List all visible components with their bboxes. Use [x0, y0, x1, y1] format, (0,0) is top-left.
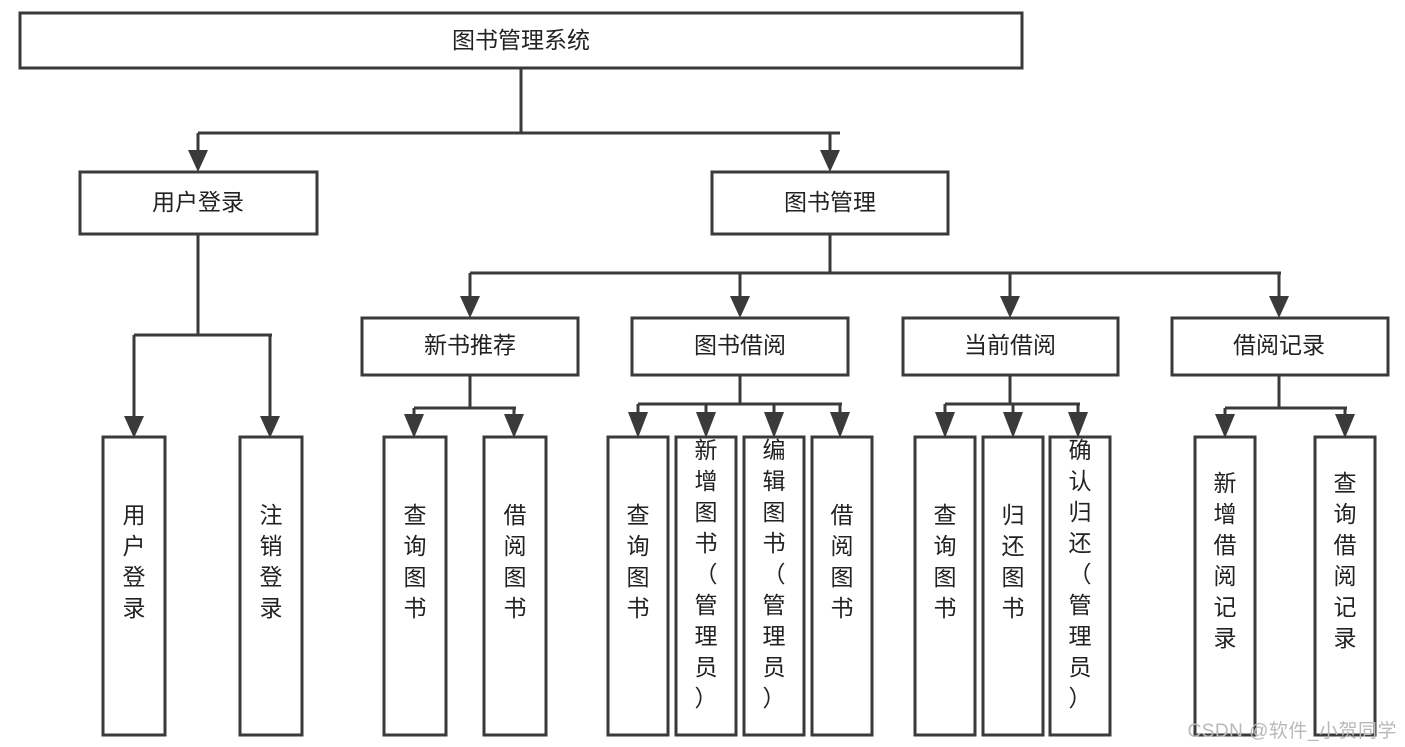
edge-userlogin-to-leaves	[124, 234, 280, 438]
node-new-book-recommend-label: 新书推荐	[424, 332, 516, 358]
leaf-borrow-book-1-box[interactable]	[482, 435, 548, 737]
leaf-node[interactable]: 新增图书（管理员）	[674, 435, 738, 737]
edge-bookmgmt-to-level2	[460, 234, 1289, 318]
leaf-borrow-book-1-label: 借阅图书	[504, 502, 527, 621]
leaf-query-book-3-box[interactable]	[913, 435, 977, 737]
leaf-add-book-box[interactable]	[674, 435, 738, 737]
leaf-user-login-box[interactable]	[101, 435, 167, 737]
leaf-node[interactable]: 编辑图书（管理员）	[742, 435, 806, 737]
leaf-query-book-1-box[interactable]	[382, 435, 448, 737]
node-user-login-box[interactable]	[78, 170, 319, 236]
node-book-management-label: 图书管理	[784, 189, 876, 215]
leaf-add-record-label: 新增借阅记录	[1214, 470, 1237, 651]
leaf-user-login-label: 用户登录	[123, 502, 146, 621]
leaf-node[interactable]: 新增借阅记录	[1193, 435, 1257, 737]
leaf-node[interactable]: 借阅图书	[810, 435, 874, 737]
leaf-query-book-3-label: 查询图书	[934, 502, 957, 621]
leaf-node[interactable]: 归还图书	[981, 435, 1045, 737]
edge-bookborrow-to-leaves	[628, 375, 850, 438]
node-borrow-record-box[interactable]	[1170, 316, 1390, 377]
node-borrow-record-label: 借阅记录	[1233, 332, 1325, 358]
edge-currentborrow-to-leaves	[935, 375, 1088, 438]
node-user-login-label: 用户登录	[152, 189, 244, 215]
node-book-management-box[interactable]	[710, 170, 950, 236]
leaf-confirm-return-box[interactable]	[1048, 435, 1112, 737]
edge-root-to-level1	[188, 68, 840, 172]
leaf-query-book-2-box[interactable]	[606, 435, 670, 737]
node-new-book-recommend-box[interactable]	[360, 316, 580, 377]
edge-newbook-to-leaves	[404, 375, 524, 438]
leaf-query-book-2-label: 查询图书	[627, 502, 650, 621]
leaf-add-book-label: 新增图书（管理员）	[695, 437, 718, 711]
node-current-borrow-box[interactable]	[901, 316, 1120, 377]
node-borrow-record[interactable]: 借阅记录	[1170, 316, 1390, 377]
leaf-user-logout-box[interactable]	[238, 435, 304, 737]
leaf-query-book-1-label: 查询图书	[404, 502, 427, 621]
node-user-login[interactable]: 用户登录	[78, 170, 319, 236]
node-root-label: 图书管理系统	[452, 27, 590, 53]
leaf-node[interactable]: 查询借阅记录	[1313, 435, 1377, 737]
leaf-query-record-box[interactable]	[1313, 435, 1377, 737]
leaf-edit-book-box[interactable]	[742, 435, 806, 737]
leaf-query-record-label: 查询借阅记录	[1334, 470, 1357, 651]
node-root[interactable]: 图书管理系统	[18, 11, 1024, 70]
node-new-book-recommend[interactable]: 新书推荐	[360, 316, 580, 377]
edge-borrowrecord-to-leaves	[1215, 375, 1355, 438]
leaf-edit-book-label: 编辑图书（管理员）	[763, 437, 786, 711]
node-root-box[interactable]	[18, 11, 1024, 70]
leaf-node[interactable]: 查询图书	[606, 435, 670, 737]
node-book-borrow-box[interactable]	[630, 316, 850, 377]
leaf-add-record-box[interactable]	[1193, 435, 1257, 737]
leaf-node[interactable]: 查询图书	[913, 435, 977, 737]
node-book-management[interactable]: 图书管理	[710, 170, 950, 236]
leaf-node[interactable]: 用户登录	[101, 435, 167, 737]
node-current-borrow-label: 当前借阅	[964, 332, 1056, 358]
node-book-borrow[interactable]: 图书借阅	[630, 316, 850, 377]
leaf-borrow-book-2-label: 借阅图书	[831, 502, 854, 621]
leaf-node[interactable]: 查询图书	[382, 435, 448, 737]
leaf-node[interactable]: 借阅图书	[482, 435, 548, 737]
leaf-node[interactable]: 确认归还（管理员）	[1048, 435, 1112, 737]
node-book-borrow-label: 图书借阅	[694, 332, 786, 358]
leaf-node[interactable]: 注销登录	[238, 435, 304, 737]
leaf-user-logout-label: 注销登录	[260, 502, 283, 621]
leaf-return-book-box[interactable]	[981, 435, 1045, 737]
leaf-return-book-label: 归还图书	[1002, 502, 1025, 621]
leaf-borrow-book-2-box[interactable]	[810, 435, 874, 737]
node-current-borrow[interactable]: 当前借阅	[901, 316, 1120, 377]
leaf-confirm-return-label: 确认归还（管理员）	[1069, 437, 1092, 711]
